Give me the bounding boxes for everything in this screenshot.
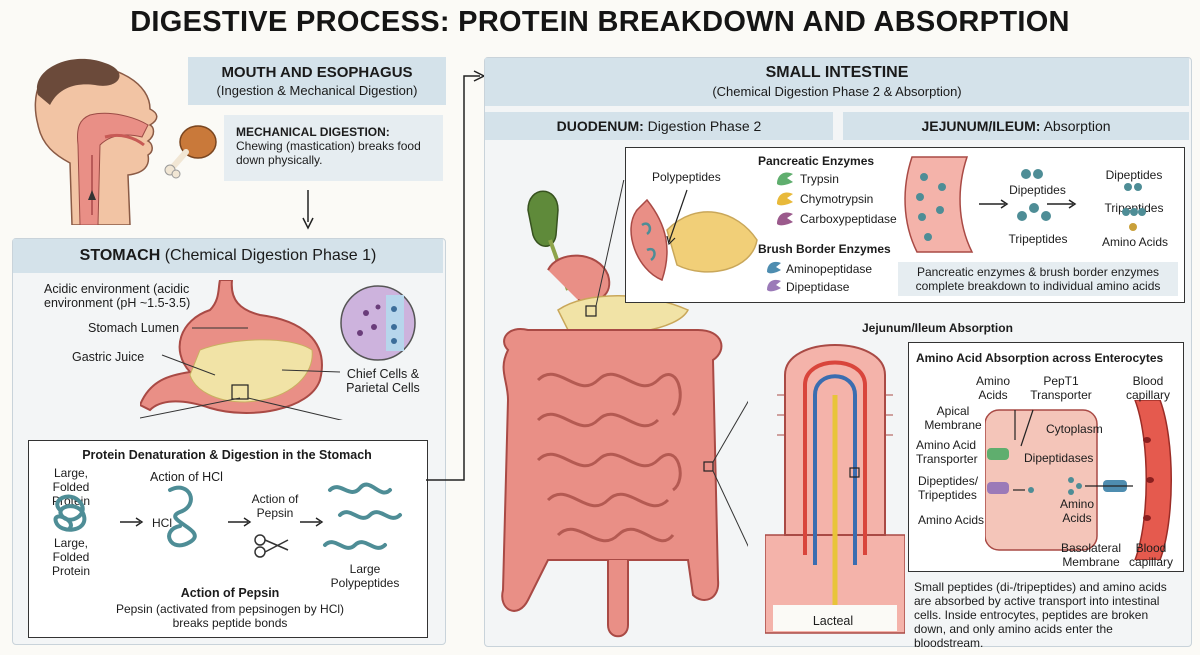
dipeptidases-label: Dipeptidases xyxy=(1024,451,1094,465)
pept1-label: PepT1 Transporter xyxy=(1030,374,1092,402)
dipeptides-right-label: Dipeptides xyxy=(1105,168,1163,182)
enzyme-flow-arrows xyxy=(979,199,1077,209)
tripeptides-mid-label: Tripeptides xyxy=(1008,232,1068,246)
scissors-icon xyxy=(254,534,289,558)
pancreas-closeup xyxy=(630,189,758,281)
head-illustration xyxy=(34,58,158,225)
stomach-lumen-label: Stomach Lumen xyxy=(88,321,180,335)
stomach-header-bold: STOMACH xyxy=(79,247,161,264)
final-products-icon xyxy=(1122,183,1146,231)
small-intestine-header: SMALL INTESTINE (Chemical Digestion Phas… xyxy=(485,58,1189,106)
blood-bottom-label: Blood capillary xyxy=(1128,541,1173,569)
si-header-title: SMALL INTESTINE xyxy=(765,64,909,81)
aa-transporter-label: Amino Acid Transporter xyxy=(916,438,978,466)
large-polypeptides-label: Large Polypeptides xyxy=(330,562,400,590)
absorption-note: Small peptides (di-/tripeptides) and ami… xyxy=(914,580,1167,650)
duodenum-bold: DUODENUM: xyxy=(556,118,644,134)
dipeptides-mid-label: Dipeptides xyxy=(1009,183,1066,197)
mech-digestion-text: Chewing (mastication) breaks food down p… xyxy=(236,139,421,167)
action-pepsin-small-label: Action of Pepsin xyxy=(251,492,299,520)
trypsin-label: Trypsin xyxy=(800,172,839,186)
carboxypeptidase-icon xyxy=(777,212,793,226)
apical-label: Apical Membrane xyxy=(924,404,982,432)
absorption-title: Amino Acid Absorption across Enterocytes xyxy=(916,351,1164,365)
action-hcl-label: Action of HCl xyxy=(150,470,223,484)
amino-acids-mid-label: Amino Acids xyxy=(1059,497,1094,525)
stomach-illustration xyxy=(140,280,343,420)
carboxypeptidase-label: Carboxypeptidase xyxy=(800,212,897,226)
cell-magnifier-icon xyxy=(340,285,416,361)
chymotrypsin-label: Chymotrypsin xyxy=(800,192,874,206)
intestine-illustration xyxy=(501,180,748,638)
polypeptides-label: Polypeptides xyxy=(652,170,721,184)
stomach-to-intestine-arrow xyxy=(426,70,486,481)
protein-denaturation-box xyxy=(28,440,428,638)
food-drumstick-icon xyxy=(164,125,217,179)
jejunum-bold: JEJUNUM/ILEUM: xyxy=(921,118,1041,134)
dipeptidase-label: Dipeptidase xyxy=(786,280,850,294)
duodenum-subheader: DUODENUM: Digestion Phase 2 xyxy=(485,112,833,140)
protein-denaturation-illustration xyxy=(53,482,402,558)
hcl-label: HCl xyxy=(152,516,172,530)
dipeptidase-icon xyxy=(767,279,781,292)
amino-acids-right-label: Amino Acids xyxy=(1101,235,1169,249)
stomach-header: STOMACH (Chemical Digestion Phase 1) xyxy=(13,239,443,273)
jejunum-subheader: JEJUNUM/ILEUM: Absorption xyxy=(843,112,1189,140)
di-tri-label: Dipeptides/ Tripeptides xyxy=(918,474,979,502)
pancreatic-enzymes-title: Pancreatic Enzymes xyxy=(758,154,875,168)
basolateral-label: Basolateral Membrane xyxy=(1060,541,1122,569)
lacteal-label: Lacteal xyxy=(812,614,854,628)
enzyme-note: Pancreatic enzymes & brush border enzyme… xyxy=(915,265,1161,293)
amino-acids-left-label: Amino Acids xyxy=(918,513,985,527)
trypsin-icon xyxy=(777,172,793,186)
amino-acids-top-label: Amino Acids xyxy=(975,374,1010,402)
denaturation-title: Protein Denaturation & Digestion in the … xyxy=(82,448,372,462)
page-title: DIGESTIVE PROCESS: PROTEIN BREAKDOWN AND… xyxy=(130,6,1070,38)
stomach-acid-label: Acidic environment (acidic environment (… xyxy=(44,282,191,310)
jejunum-rest: Absorption xyxy=(1040,118,1111,134)
aminopeptidase-label: Aminopeptidase xyxy=(786,262,873,276)
action-pepsin-title: Action of Pepsin xyxy=(180,586,280,600)
mech-digestion-box: MECHANICAL DIGESTION: Chewing (masticati… xyxy=(224,115,443,181)
mech-digestion-title: MECHANICAL DIGESTION: xyxy=(236,125,390,139)
cytoplasm-label: Cytoplasm xyxy=(1046,422,1103,436)
villus-illustration xyxy=(765,344,905,634)
mouth-header-title: MOUTH AND ESOPHAGUS xyxy=(221,64,413,81)
enterocyte-illustration xyxy=(985,400,1172,560)
jejunum-absorption-label: Jejunum/Ileum Absorption xyxy=(862,321,1013,335)
stomach-header-rest: (Chemical Digestion Phase 1) xyxy=(160,247,377,264)
brush-border-title: Brush Border Enzymes xyxy=(758,242,891,256)
enzyme-note-box xyxy=(898,262,1178,296)
brush-border-illustration xyxy=(904,156,974,253)
mouth-header: MOUTH AND ESOPHAGUS (Ingestion & Mechani… xyxy=(188,57,446,105)
tripeptides-right-label: Tripeptides xyxy=(1104,201,1164,215)
large-folded-label-2: Large, Folded Protein xyxy=(51,536,91,578)
chymotrypsin-icon xyxy=(777,192,793,206)
mouth-header-sub: (Ingestion & Mechanical Digestion) xyxy=(216,83,418,98)
gastric-juice-label: Gastric Juice xyxy=(72,350,145,364)
si-header-sub: (Chemical Digestion Phase 2 & Absorption… xyxy=(712,84,962,99)
chief-cells-label: Chief Cells & Parietal Cells xyxy=(346,367,420,395)
aminopeptidase-icon xyxy=(767,261,781,274)
pepsin-text: Pepsin (activated from pepsinogen by HCl… xyxy=(115,602,345,630)
peptide-fragments-icon xyxy=(1017,169,1051,221)
blood-top-label: Blood capillary xyxy=(1125,374,1170,402)
duodenum-rest: Digestion Phase 2 xyxy=(643,118,762,134)
mouth-to-stomach-arrow xyxy=(302,190,314,230)
